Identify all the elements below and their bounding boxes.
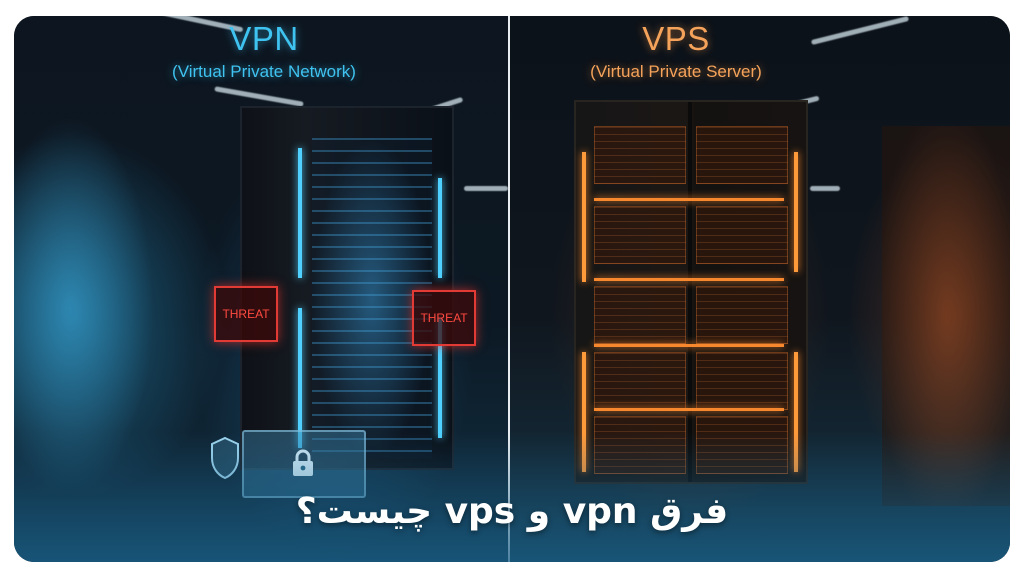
vps-subtitle: (Virtual Private Server) [590,62,762,81]
led-bar [438,318,442,438]
led-bar [582,152,586,282]
led-bar [438,178,442,278]
vpn-panel: VPN (Virtual Private Network) THREAT THR… [14,16,508,562]
led-strip [594,278,784,281]
banner-card: VPN (Virtual Private Network) THREAT THR… [14,16,1010,562]
led-strip [594,198,784,201]
led-bar [298,308,302,448]
rack-panel [594,352,686,410]
vpn-title: VPN [229,20,299,57]
led-strip [594,344,784,347]
led-bar [794,152,798,272]
rack-panel [594,286,686,344]
rack-seam [688,102,692,482]
vps-server-rack [574,100,808,484]
threat-badge-left: THREAT [214,286,278,342]
banner-title: فرق vpn و vps چیست؟ [295,491,729,532]
vps-title: VPS [642,20,710,57]
rack-panel [696,126,788,184]
vpn-heading: VPN (Virtual Private Network) [99,20,429,82]
threat-badge-right: THREAT [412,290,476,346]
vpn-server-rack [240,106,454,470]
panel-divider [508,16,510,562]
rack-panel [696,352,788,410]
bottom-gradient [14,432,1010,562]
led-strip [594,408,784,411]
ceiling-light [214,86,304,107]
vps-heading: VPS (Virtual Private Server) [510,20,846,82]
ceiling-light [810,186,840,191]
led-bar [298,148,302,278]
led-bar [794,352,798,472]
ceiling-light [464,186,508,191]
vpn-subtitle: (Virtual Private Network) [172,62,356,81]
rack-panel [594,126,686,184]
rack-panel [696,206,788,264]
rack-panel [696,286,788,344]
led-bar [582,352,586,472]
rack-panel [594,206,686,264]
